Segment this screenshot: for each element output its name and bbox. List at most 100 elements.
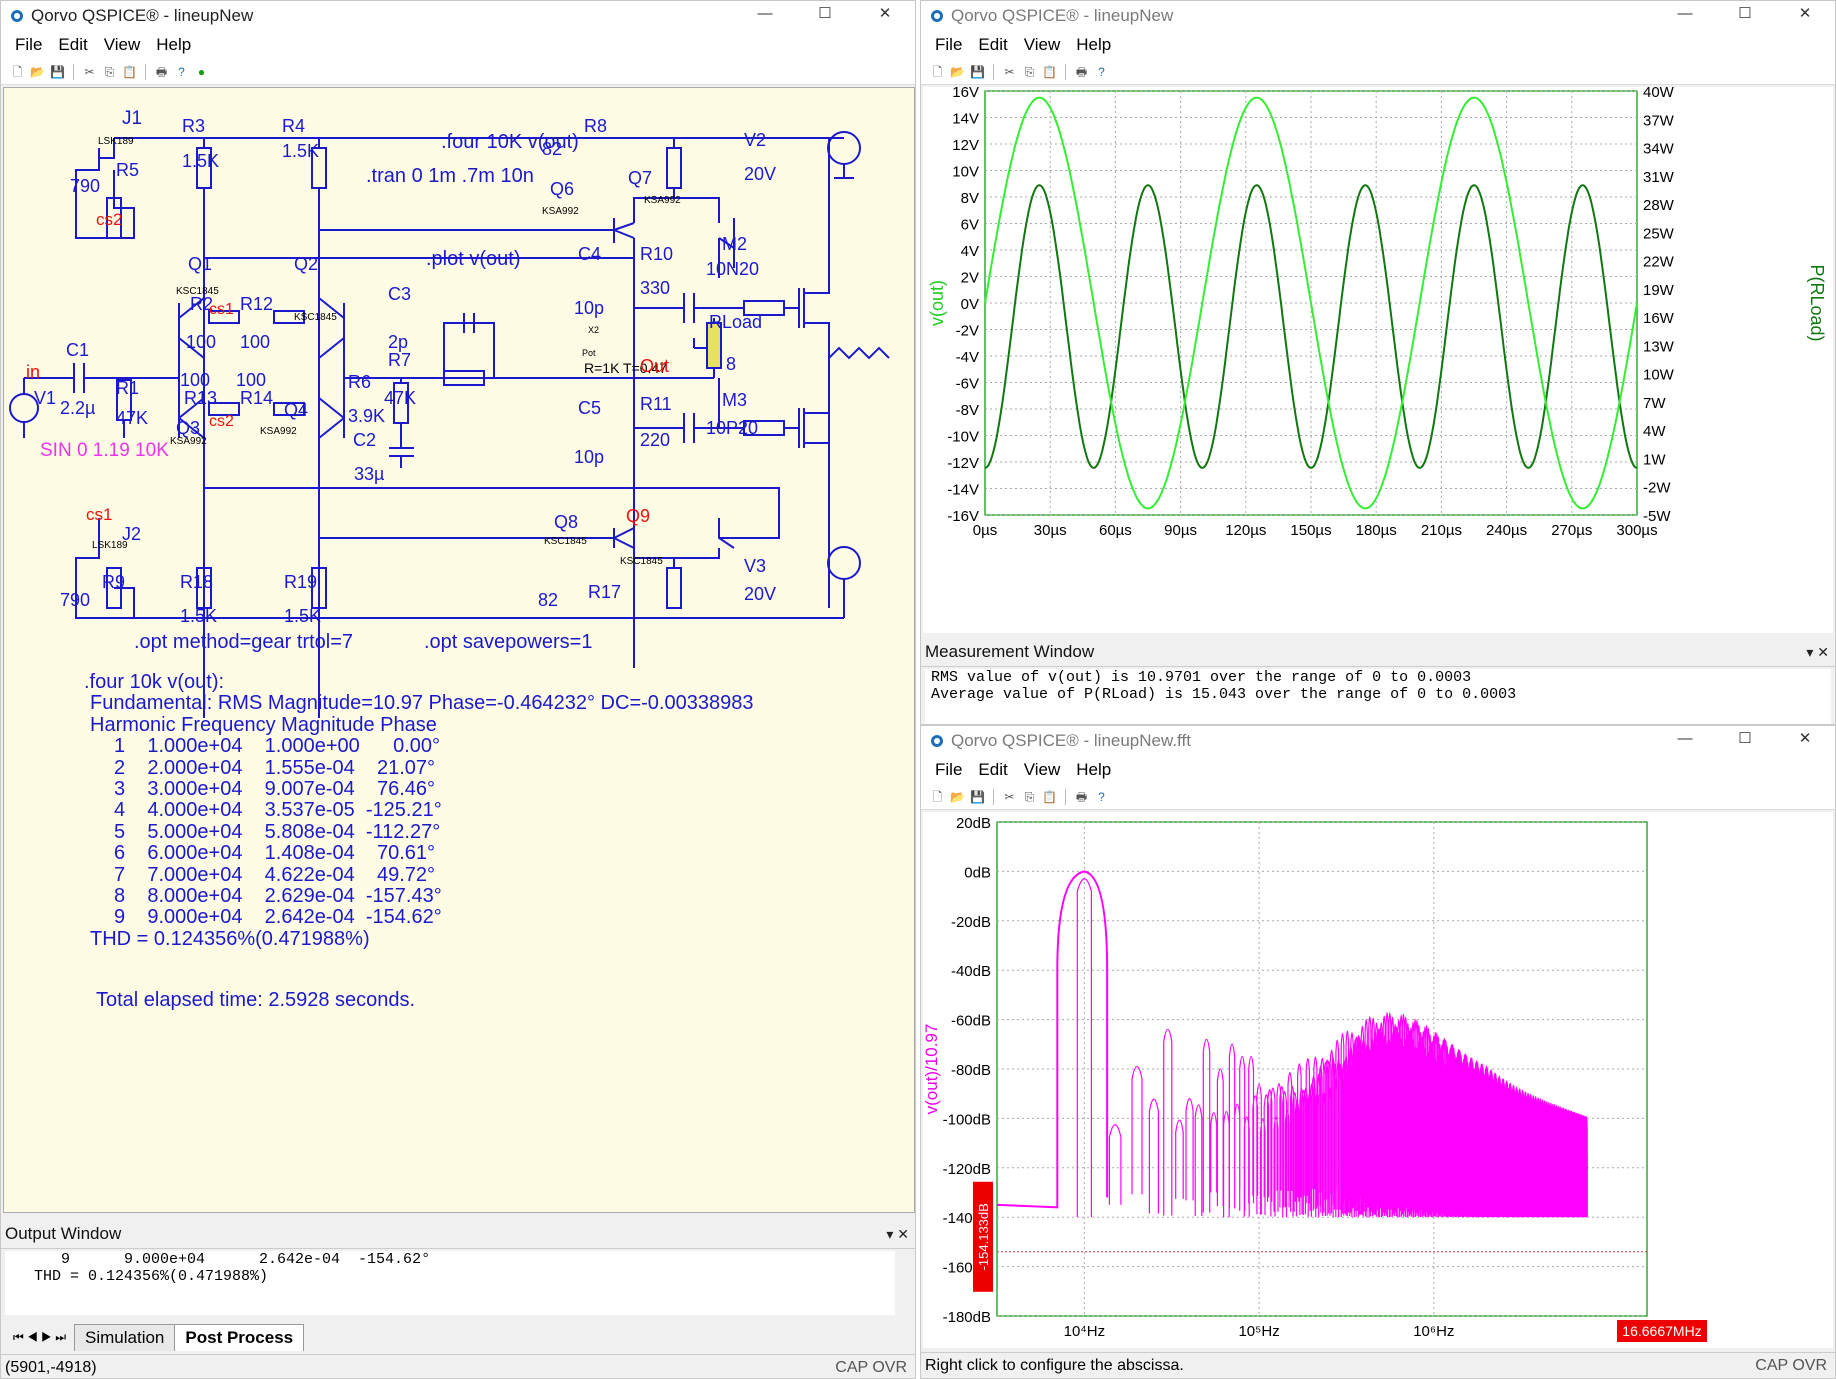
component-label[interactable]: 47K bbox=[116, 408, 148, 428]
component-label[interactable]: Pot bbox=[582, 348, 596, 358]
component-label[interactable]: Q1 bbox=[188, 254, 212, 274]
component-label[interactable]: R9 bbox=[102, 572, 125, 592]
component-label[interactable]: cs1 bbox=[209, 301, 234, 318]
component-label[interactable]: 100 bbox=[186, 332, 216, 352]
component-label[interactable]: 82 bbox=[542, 139, 562, 159]
component-label[interactable]: R1 bbox=[116, 378, 139, 398]
cursor-x-badge[interactable]: 16.6667MHz bbox=[1617, 1320, 1707, 1342]
component-label[interactable]: 1.5K bbox=[182, 151, 219, 171]
component-label[interactable]: V2 bbox=[744, 130, 766, 150]
paste-icon[interactable]: 📋 bbox=[1042, 789, 1057, 804]
new-file-icon[interactable]: 🗋 bbox=[12, 64, 23, 79]
save-icon[interactable]: 💾 bbox=[970, 64, 985, 79]
paste-icon[interactable]: 📋 bbox=[122, 64, 137, 79]
component-label[interactable]: 100 bbox=[180, 370, 210, 390]
component-label[interactable]: C2 bbox=[353, 430, 376, 450]
component-label[interactable]: KSA992 bbox=[542, 206, 579, 217]
component-label[interactable]: LSK189 bbox=[92, 540, 128, 551]
paste-icon[interactable]: 📋 bbox=[1042, 64, 1057, 79]
component-label[interactable]: X2 bbox=[588, 325, 599, 335]
component-label[interactable]: 33µ bbox=[354, 464, 384, 484]
menu-view[interactable]: View bbox=[103, 35, 141, 54]
menu-file[interactable]: File bbox=[15, 35, 43, 54]
cursor-y-badge[interactable]: -154.133dB bbox=[973, 1181, 993, 1292]
minimize-button[interactable]: — bbox=[1677, 5, 1693, 22]
component-label[interactable]: Q3 bbox=[176, 418, 200, 438]
component-label[interactable]: 220 bbox=[640, 430, 670, 450]
component-label[interactable]: Out bbox=[640, 356, 669, 376]
fft-chart[interactable]: 20dB0dB-20dB-40dB-60dB-80dB-100dB-120dB-… bbox=[923, 812, 1833, 1348]
component-label[interactable]: 330 bbox=[640, 278, 670, 298]
open-folder-icon[interactable]: 📂 bbox=[950, 64, 965, 79]
component-label[interactable]: Q9 bbox=[626, 506, 650, 526]
component-label[interactable]: 20V bbox=[744, 164, 776, 184]
save-icon[interactable]: 💾 bbox=[50, 64, 65, 79]
tab-simulation[interactable]: Simulation bbox=[74, 1324, 176, 1351]
component-label[interactable]: R11 bbox=[640, 394, 672, 414]
component-label[interactable]: J1 bbox=[122, 108, 142, 129]
run-icon[interactable]: ● bbox=[197, 64, 206, 79]
minimize-button[interactable]: — bbox=[757, 5, 773, 22]
component-label[interactable]: 1.5K bbox=[180, 606, 217, 626]
component-label[interactable]: 10p bbox=[574, 447, 604, 467]
component-label[interactable]: R10 bbox=[640, 244, 673, 264]
component-label[interactable]: R7 bbox=[388, 350, 411, 370]
menu-file[interactable]: File bbox=[935, 35, 963, 54]
component-label[interactable]: 82 bbox=[538, 590, 558, 610]
menu-edit[interactable]: Edit bbox=[58, 35, 88, 54]
component-label[interactable]: R3 bbox=[182, 116, 205, 136]
component-label[interactable]: in bbox=[26, 362, 40, 382]
component-label[interactable]: Q8 bbox=[554, 512, 578, 532]
menu-edit[interactable]: Edit bbox=[978, 35, 1008, 54]
component-label[interactable]: C1 bbox=[66, 340, 89, 360]
component-label[interactable]: 100 bbox=[240, 332, 270, 352]
component-label[interactable]: R6 bbox=[348, 372, 371, 392]
cut-icon[interactable]: ✂ bbox=[1004, 64, 1015, 79]
component-label[interactable]: R17 bbox=[588, 582, 621, 602]
component-label[interactable]: M2 bbox=[722, 234, 747, 254]
component-label[interactable]: KSA992 bbox=[170, 436, 207, 447]
cut-icon[interactable]: ✂ bbox=[1004, 789, 1015, 804]
component-label[interactable]: Q4 bbox=[284, 400, 308, 420]
menu-file[interactable]: File bbox=[935, 760, 963, 779]
component-label[interactable]: 8 bbox=[726, 354, 736, 374]
close-button[interactable]: ✕ bbox=[1798, 5, 1812, 22]
component-label[interactable]: R4 bbox=[282, 116, 305, 136]
maximize-button[interactable]: ☐ bbox=[1738, 730, 1752, 747]
schematic-canvas[interactable]: .four 10K v(out) .tran 0 1m .7m 10n .plo… bbox=[3, 87, 915, 1213]
component-label[interactable]: cs1 bbox=[86, 505, 112, 524]
component-label[interactable]: 100 bbox=[236, 370, 266, 390]
copy-icon[interactable]: ⎘ bbox=[1024, 789, 1035, 804]
component-label[interactable]: R14 bbox=[240, 388, 273, 408]
help-icon[interactable]: ? bbox=[1098, 789, 1105, 804]
component-label[interactable]: R5 bbox=[116, 160, 139, 180]
component-label[interactable]: 790 bbox=[60, 590, 90, 610]
component-label[interactable]: 790 bbox=[70, 176, 100, 196]
new-file-icon[interactable]: 🗋 bbox=[932, 64, 943, 79]
save-icon[interactable]: 💾 bbox=[970, 789, 985, 804]
component-label[interactable]: M3 bbox=[722, 390, 747, 410]
component-label[interactable]: 47K bbox=[384, 388, 416, 408]
new-file-icon[interactable]: 🗋 bbox=[932, 789, 943, 804]
open-folder-icon[interactable]: 📂 bbox=[30, 64, 45, 79]
menu-help[interactable]: Help bbox=[156, 35, 192, 54]
copy-icon[interactable]: ⎘ bbox=[1024, 64, 1035, 79]
component-label[interactable]: KSC1845 bbox=[544, 536, 587, 547]
minimize-button[interactable]: — bbox=[1677, 730, 1693, 747]
component-label[interactable]: C4 bbox=[578, 244, 601, 264]
component-label[interactable]: R2 bbox=[190, 294, 213, 314]
waveform-chart[interactable]: 16V14V12V10V8V6V4V2V0V-2V-4V-6V-8V-10V-1… bbox=[923, 87, 1833, 633]
component-label[interactable]: 10p bbox=[574, 298, 604, 318]
component-label[interactable]: R13 bbox=[184, 388, 217, 408]
component-label[interactable]: Q6 bbox=[550, 179, 574, 199]
print-icon[interactable]: 🖶 bbox=[155, 64, 168, 79]
component-label[interactable]: R12 bbox=[240, 294, 273, 314]
component-label[interactable]: J2 bbox=[122, 524, 141, 544]
component-label[interactable]: KSC1845 bbox=[176, 286, 219, 297]
output-window[interactable]: 9 9.000e+04 2.642e-04 -154.62° THD = 0.1… bbox=[5, 1251, 895, 1315]
component-label[interactable]: cs2 bbox=[96, 210, 122, 229]
copy-icon[interactable]: ⎘ bbox=[104, 64, 115, 79]
component-label[interactable]: 3.9K bbox=[348, 406, 385, 426]
measurement-controls[interactable]: ▾ ✕ bbox=[1806, 644, 1829, 660]
component-label[interactable]: R19 bbox=[284, 572, 317, 592]
